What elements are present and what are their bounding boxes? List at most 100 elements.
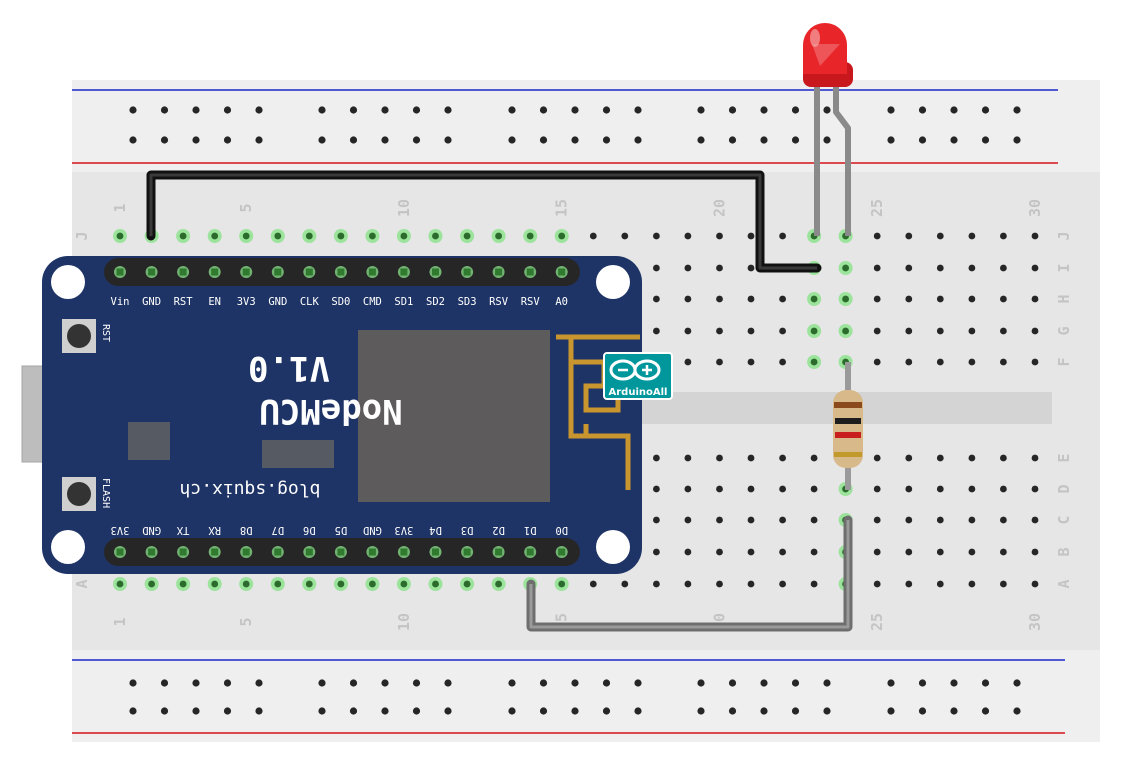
breadboard-hole xyxy=(905,232,913,240)
connected-hole xyxy=(179,232,187,240)
rail-hole xyxy=(823,679,831,687)
rail-hole xyxy=(508,106,516,114)
breadboard-hole xyxy=(1000,264,1007,272)
header-pin xyxy=(148,548,156,556)
column-number: 1 xyxy=(111,203,129,212)
breadboard-hole xyxy=(1031,548,1039,556)
row-letter: I xyxy=(1055,263,1073,272)
breadboard-hole xyxy=(936,295,944,303)
breadboard-hole xyxy=(747,485,755,493)
rail-hole xyxy=(223,707,232,715)
breadboard-hole xyxy=(747,454,755,462)
connected-hole xyxy=(432,232,439,240)
rail-hole xyxy=(539,707,548,715)
header-pin xyxy=(179,548,187,556)
breadboard-hole xyxy=(936,232,944,240)
mount-hole xyxy=(51,265,85,299)
breadboard-hole xyxy=(684,232,692,240)
breadboard-hole xyxy=(810,548,818,556)
breadboard-hole xyxy=(779,327,786,335)
led-leg-anode xyxy=(833,86,851,236)
top-pin-label: GND xyxy=(268,296,287,308)
mount-hole xyxy=(596,265,630,299)
rail-hole xyxy=(602,679,611,687)
bottom-pin-label: D1 xyxy=(524,524,537,536)
connected-hole xyxy=(558,232,566,240)
top-pin-label: RSV xyxy=(521,296,541,308)
resistor-band xyxy=(834,452,862,457)
rail-hole xyxy=(791,679,800,687)
connected-hole xyxy=(211,232,219,240)
connected-hole xyxy=(242,580,250,588)
breadboard-hole xyxy=(747,516,755,524)
header-pin xyxy=(337,548,345,556)
header-pin xyxy=(526,268,534,276)
breadboard-hole xyxy=(873,327,881,335)
connected-hole xyxy=(463,580,471,588)
rail-hole xyxy=(508,136,516,144)
column-number: 5 xyxy=(237,617,255,626)
header-pin xyxy=(432,548,439,556)
rail-hole xyxy=(823,106,831,114)
rail-hole xyxy=(160,136,169,144)
column-number: 25 xyxy=(868,199,886,217)
row-letter: F xyxy=(1055,357,1073,366)
rail-hole xyxy=(571,136,579,144)
connected-hole xyxy=(274,232,282,240)
rail-hole xyxy=(634,106,642,114)
connected-hole xyxy=(369,580,376,588)
bottom-power-rail xyxy=(72,650,1100,742)
column-number: 30 xyxy=(1026,199,1044,217)
arduinoall-logo: ArduinoAll xyxy=(603,352,673,400)
rail-hole xyxy=(129,679,137,687)
rail-hole xyxy=(223,679,232,687)
breadboard-hole xyxy=(1000,516,1007,524)
rail-hole xyxy=(318,707,326,715)
breadboard-hole xyxy=(684,580,692,588)
rail-hole xyxy=(508,707,516,715)
rail-hole xyxy=(444,707,452,715)
column-number: 20 xyxy=(711,199,729,217)
breadboard-hole xyxy=(905,580,913,588)
breadboard-hole xyxy=(716,358,723,366)
breadboard-hole xyxy=(968,454,976,462)
breadboard-hole xyxy=(747,358,755,366)
breadboard-hole xyxy=(716,485,723,493)
header-pin xyxy=(305,548,313,556)
rail-hole xyxy=(728,136,737,144)
rail-hole xyxy=(192,106,200,114)
led-shine xyxy=(812,44,840,66)
rail-hole xyxy=(823,136,831,144)
breadboard-hole xyxy=(873,358,881,366)
header-pin xyxy=(368,268,376,276)
rail-hole xyxy=(223,106,232,114)
top-pin-label: SD3 xyxy=(458,296,477,308)
rail-hole xyxy=(791,707,800,715)
breadboard-hole xyxy=(684,454,692,462)
top-pin-label: SD2 xyxy=(426,296,445,308)
rail-hole xyxy=(981,106,990,114)
board-site: blog.squix.ch xyxy=(180,479,321,500)
rail-hole xyxy=(728,707,737,715)
breadboard-hole xyxy=(810,516,818,524)
rail-hole xyxy=(444,679,452,687)
bottom-pin-label: 3V3 xyxy=(111,524,130,536)
rail-hole xyxy=(697,136,705,144)
rail-hole xyxy=(412,136,421,144)
top-pin-label: CLK xyxy=(300,296,320,308)
breadboard-hole xyxy=(873,264,881,272)
header-pin xyxy=(242,548,250,556)
breadboard-hole xyxy=(684,485,692,493)
header-pin xyxy=(400,268,408,276)
rail-hole xyxy=(571,679,579,687)
column-number: 10 xyxy=(395,613,413,631)
rail-hole xyxy=(412,707,421,715)
rail-hole xyxy=(1013,707,1021,715)
rail-hole xyxy=(760,707,768,715)
breadboard-hole xyxy=(1000,580,1007,588)
rail-hole xyxy=(697,106,705,114)
breadboard-hole xyxy=(1000,358,1007,366)
breadboard-hole xyxy=(684,295,692,303)
resistor-band xyxy=(835,432,861,438)
bottom-pin-label: D3 xyxy=(461,524,474,536)
